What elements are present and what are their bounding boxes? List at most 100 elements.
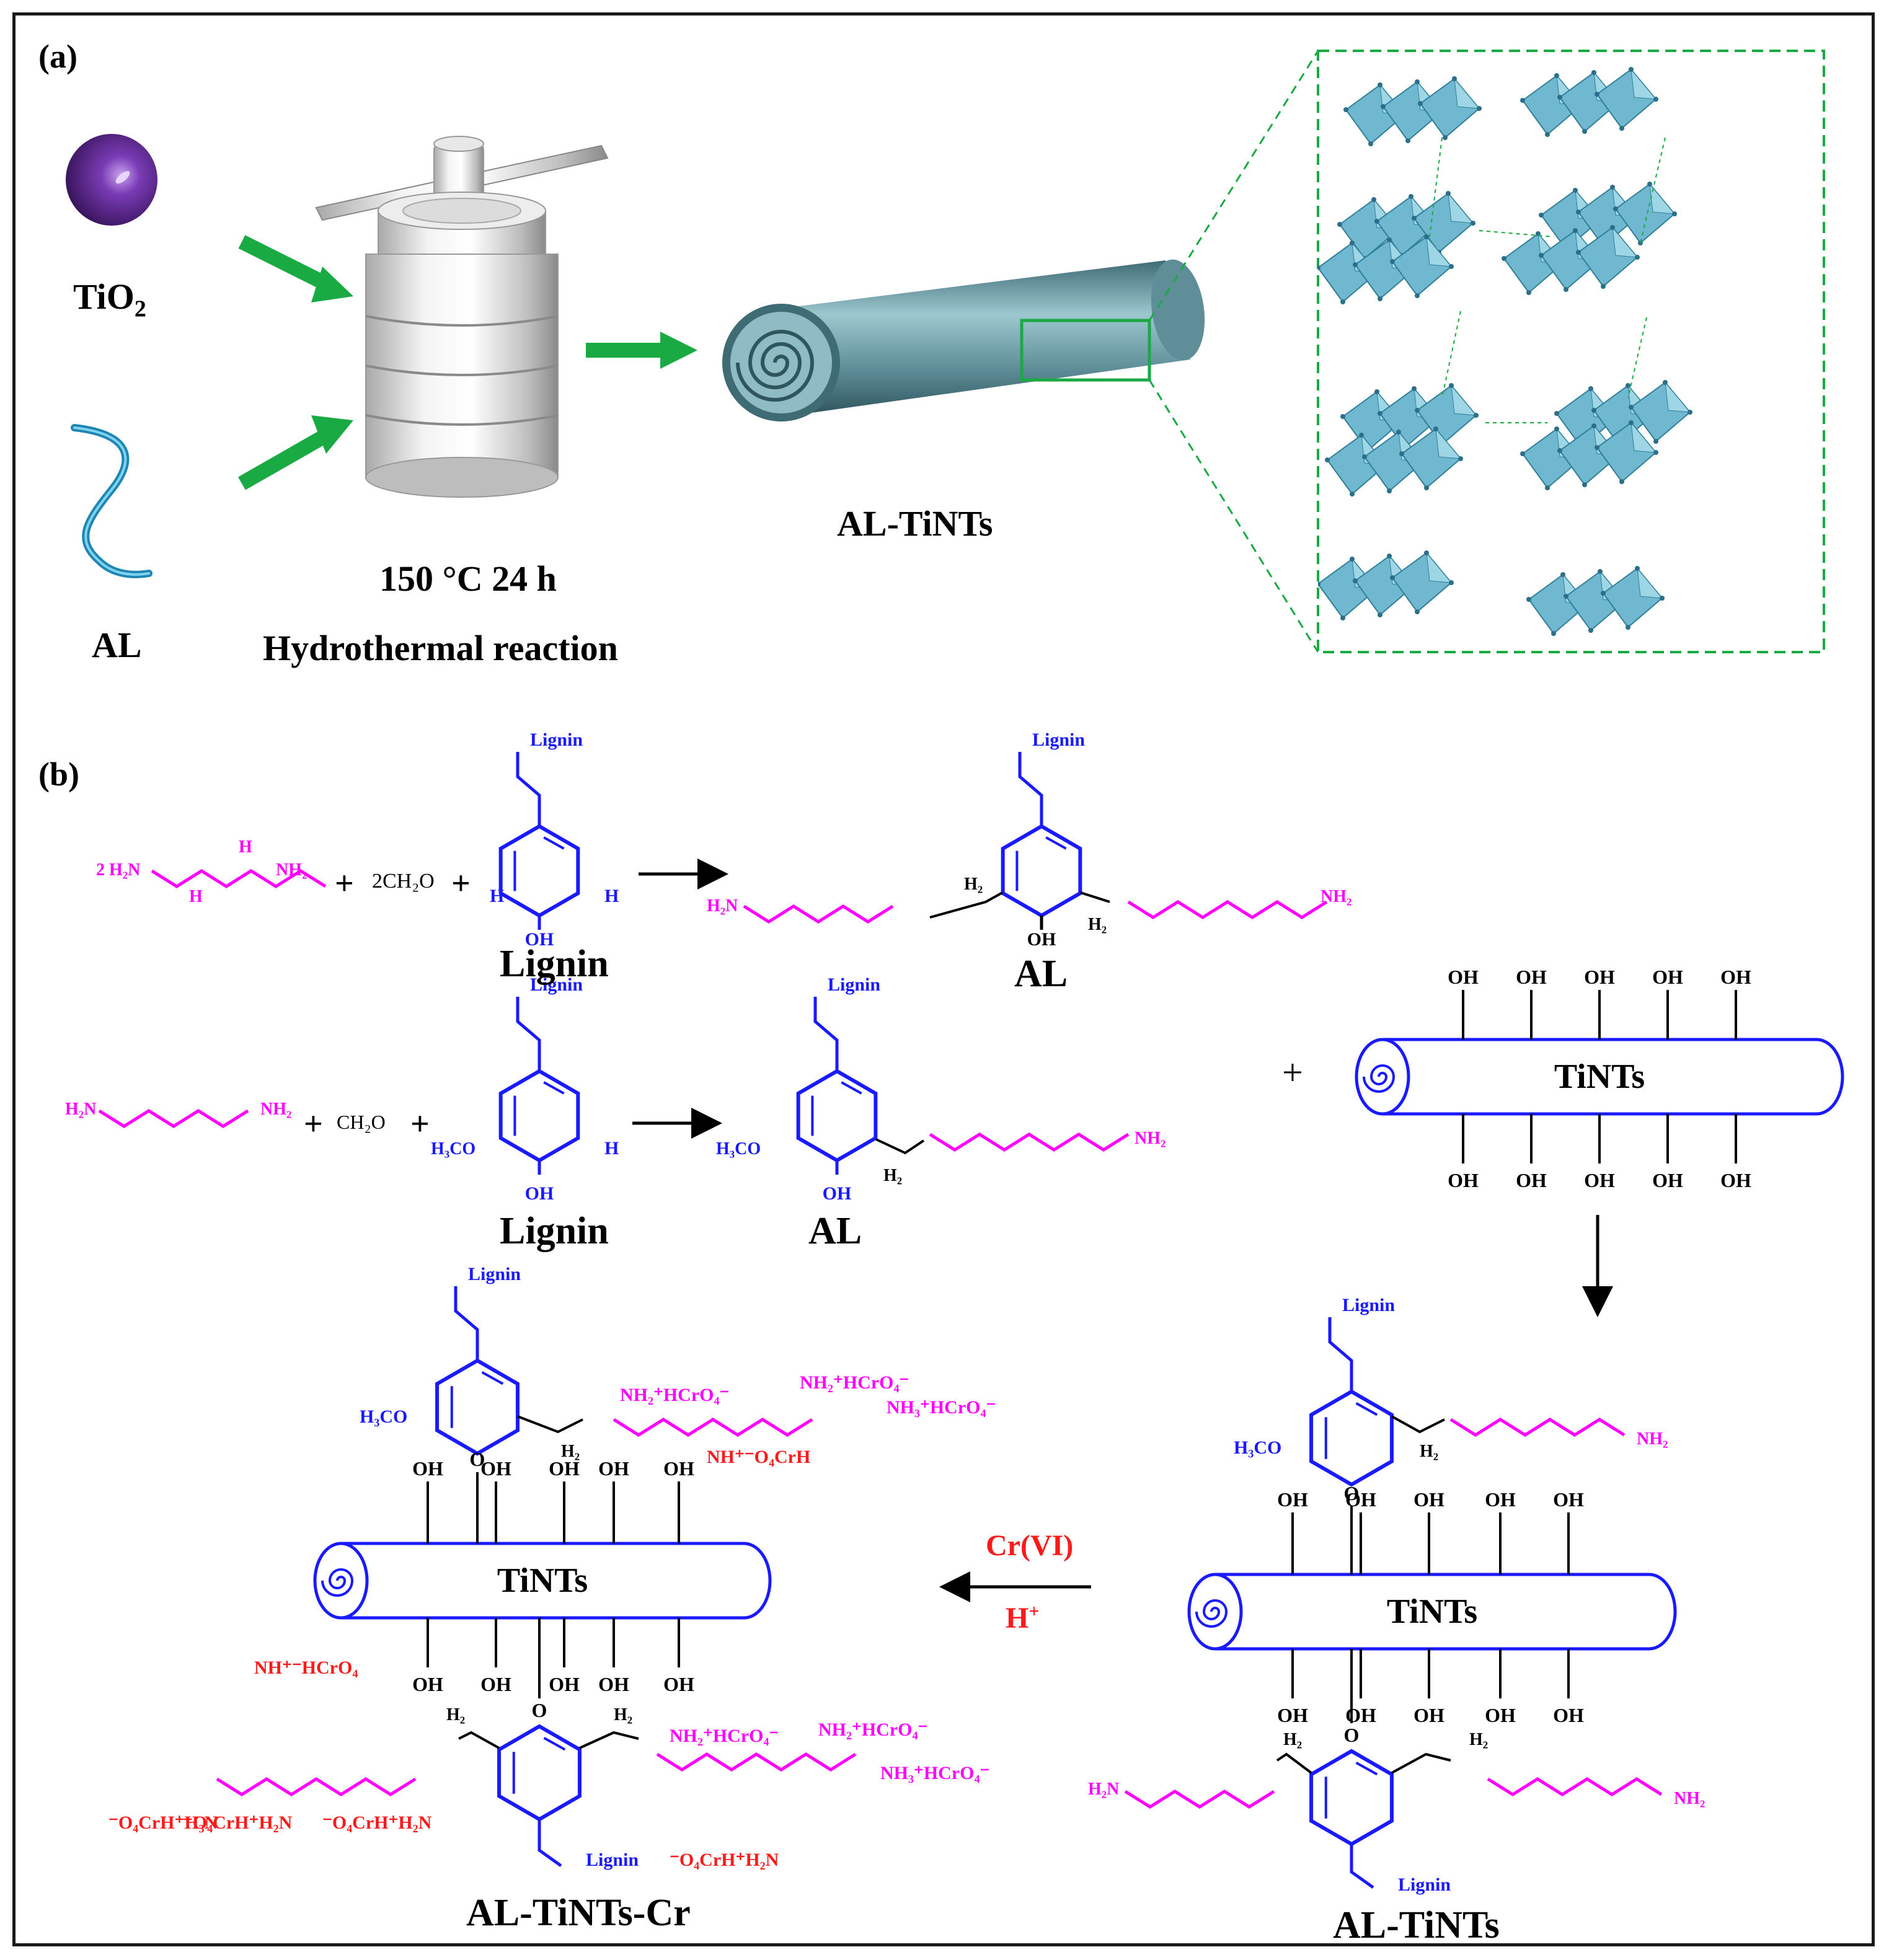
condition-cr: Cr(VI) bbox=[986, 1529, 1074, 1562]
amine-chain bbox=[1127, 900, 1328, 919]
h-bond-line bbox=[1429, 137, 1443, 237]
bond bbox=[1080, 891, 1110, 903]
oxygen-atom bbox=[1610, 225, 1615, 230]
octahedron-facet bbox=[1630, 68, 1657, 100]
atom-label: H₂ bbox=[1088, 915, 1107, 934]
oxygen-atom bbox=[1471, 221, 1475, 226]
oh-label: OH bbox=[1413, 1488, 1444, 1511]
oxygen-atom bbox=[1613, 206, 1618, 211]
bond bbox=[1276, 1752, 1312, 1774]
oxygen-label: O bbox=[470, 1448, 485, 1470]
oh-label: OH bbox=[1584, 966, 1615, 988]
tinTs-label: TiNTs bbox=[1387, 1592, 1477, 1631]
tio2-label: TiO2 bbox=[73, 276, 146, 322]
oxygen-atom bbox=[1418, 101, 1423, 106]
oxygen-atom bbox=[1582, 482, 1587, 487]
oxygen-atom bbox=[1619, 479, 1624, 484]
tinTs-label: TiNTs bbox=[1554, 1057, 1645, 1096]
atom-label: NH₂⁺HCrO₄⁻ bbox=[670, 1726, 779, 1746]
lignin-tag: Lignin bbox=[530, 974, 583, 995]
oxygen-atom bbox=[1554, 73, 1559, 78]
oxygen-atom bbox=[1638, 241, 1643, 245]
oxygen-atom bbox=[1520, 451, 1525, 456]
oxygen-atom bbox=[1688, 410, 1692, 415]
oh-label: OH bbox=[1516, 1169, 1547, 1191]
bond bbox=[517, 1415, 583, 1434]
oh-label: OH bbox=[1652, 1169, 1683, 1191]
oxygen-atom bbox=[1536, 231, 1541, 236]
oxygen-atom bbox=[1526, 597, 1531, 602]
al-ring-2 bbox=[796, 1069, 878, 1163]
octahedron-facet bbox=[1665, 381, 1691, 413]
oxygen-atom bbox=[1653, 439, 1658, 444]
tinTs-cr bbox=[313, 1542, 772, 1620]
nanotube-outline bbox=[341, 1542, 772, 1620]
atom-label: NH₂ bbox=[1321, 887, 1351, 906]
tinTs-reagent bbox=[1355, 1038, 1844, 1116]
oxygen-atom bbox=[1520, 98, 1525, 103]
oxygen-atom bbox=[1573, 228, 1578, 233]
bond bbox=[929, 891, 1003, 919]
lignin-tag: Lignin bbox=[530, 730, 583, 750]
oxygen-atom bbox=[1502, 256, 1506, 261]
oxygen-atom bbox=[1635, 255, 1640, 260]
lignin-linker bbox=[454, 1286, 479, 1361]
amine-chain bbox=[1487, 1777, 1663, 1796]
amine-chain bbox=[743, 904, 894, 924]
oh-label: OH bbox=[1720, 966, 1751, 988]
oxygen-atom bbox=[1415, 408, 1420, 413]
oxygen-atom bbox=[1629, 420, 1634, 425]
al-caption-1: AL bbox=[1014, 953, 1068, 995]
oh-label: OH bbox=[1448, 1169, 1479, 1191]
panel-a-label: (a) bbox=[38, 38, 77, 75]
atom-label: H₂ bbox=[964, 875, 983, 894]
oxygen-atom bbox=[1387, 488, 1392, 493]
oxygen-atom bbox=[1390, 575, 1395, 580]
oxygen-atom bbox=[1591, 423, 1596, 428]
atom-label: NH₂ bbox=[1135, 1129, 1166, 1148]
amine-chain bbox=[1449, 1418, 1626, 1437]
oxygen-atom bbox=[1412, 216, 1417, 221]
double-bond bbox=[1355, 1402, 1378, 1416]
panel-b-label: (b) bbox=[38, 756, 79, 793]
octahedron bbox=[1602, 567, 1663, 629]
tio2-sphere-icon bbox=[66, 134, 157, 226]
chromate-label: ⁻O₄CrH⁺H₃N bbox=[108, 1812, 218, 1833]
hydroxyl-label: OH bbox=[1027, 929, 1056, 950]
oxygen-atom bbox=[1433, 426, 1438, 431]
bond bbox=[538, 1819, 562, 1868]
octahedron-facet bbox=[1448, 192, 1474, 224]
titanate-crystal-structure bbox=[1318, 67, 1692, 636]
atom-label: H₂N bbox=[707, 896, 738, 916]
al-tinTs-ring-bottom bbox=[1309, 1749, 1394, 1847]
atom-label: H₂ bbox=[614, 1705, 632, 1724]
lignin-linker bbox=[516, 752, 541, 826]
oxygen-atom bbox=[1591, 70, 1596, 75]
octahedron bbox=[1577, 226, 1639, 288]
oxygen-atom bbox=[1545, 132, 1550, 137]
product-arrow bbox=[586, 332, 697, 369]
plus-sign-3: + bbox=[304, 1105, 323, 1142]
octahedron bbox=[1391, 552, 1453, 613]
oxygen-atom bbox=[1601, 284, 1606, 289]
atom-label: NH₂⁺HCrO₄⁻ bbox=[800, 1372, 909, 1393]
oxygen-atom bbox=[1557, 448, 1562, 453]
oxygen-atom bbox=[1653, 97, 1658, 102]
atom-label: NH₃⁺HCrO₄⁻ bbox=[887, 1397, 996, 1418]
oxygen-atom bbox=[1396, 430, 1401, 435]
oxygen-atom bbox=[1424, 485, 1429, 490]
oxygen-atom bbox=[1576, 210, 1581, 214]
oxygen-atom bbox=[1399, 451, 1404, 456]
atom-label: H₂ bbox=[1469, 1730, 1488, 1749]
chromate-label: NH⁺⁻HCrO₄ bbox=[254, 1658, 358, 1678]
atom-label: NH₂⁺HCrO₄⁻ bbox=[818, 1719, 927, 1740]
oxygen-atom bbox=[1359, 433, 1364, 438]
double-bond bbox=[1045, 836, 1067, 850]
oxygen-atom bbox=[1387, 237, 1392, 242]
amine-chain bbox=[929, 1132, 1130, 1152]
oxygen-label: O bbox=[532, 1699, 547, 1721]
oh-label: OH bbox=[1553, 1704, 1584, 1726]
oxygen-atom bbox=[1325, 457, 1330, 462]
bond bbox=[579, 1731, 639, 1749]
